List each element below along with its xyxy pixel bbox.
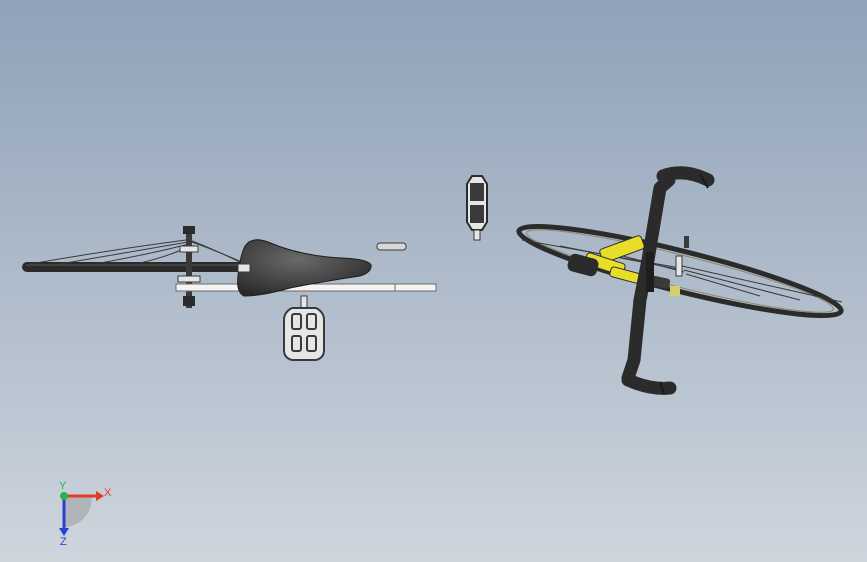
pedal-side-bottom-cleat (470, 205, 484, 223)
rear-hub-flange (179, 245, 199, 253)
triad-y-label: Y (59, 480, 67, 492)
rear-hub-cog (177, 275, 201, 283)
pedal-slot-1 (291, 313, 302, 330)
saddle[interactable] (237, 239, 372, 297)
coordinate-triad: X Y Z (59, 480, 112, 548)
pedal-slot-2 (306, 313, 317, 330)
triad-x-label: X (104, 487, 112, 499)
rear-wheel-rim (22, 262, 250, 272)
rear-wheel-side-view[interactable] (22, 226, 250, 308)
triad-z-arrow-icon (59, 528, 69, 536)
spacer-washer-body (376, 242, 407, 251)
pedal-slot-3 (291, 335, 302, 352)
front-wheel-tilted (516, 223, 844, 319)
pedal-slot-4 (306, 335, 317, 352)
pedal-side-spindle (473, 229, 481, 241)
rear-hub-bottom-nut (183, 296, 195, 306)
spacer-washer[interactable] (376, 242, 407, 251)
triad-y-axis-dot-icon (60, 492, 68, 500)
rear-hub-axle (186, 226, 192, 308)
triad-z-label: Z (60, 536, 67, 548)
triad-x-arrow-icon (96, 491, 104, 501)
saddle-clamp (237, 263, 251, 273)
rear-hub-top-nut (183, 226, 195, 234)
pedal-spindle (300, 295, 308, 309)
front-fork-handlebar-assembly[interactable] (514, 166, 846, 395)
saddle-shell (237, 239, 372, 297)
pedal-side-view[interactable] (466, 175, 488, 241)
pedal-side-top-cleat (470, 183, 484, 201)
pedal-top-view[interactable] (283, 295, 325, 361)
pedal-body (283, 307, 325, 361)
triad-shading (64, 496, 92, 528)
handlebar (621, 166, 715, 395)
